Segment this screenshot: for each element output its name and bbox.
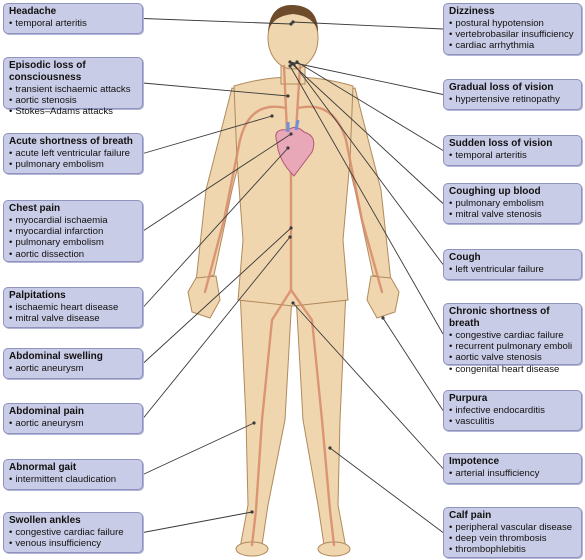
torso [233,76,354,307]
symptom-box-headache: Headachetemporal arteritis [3,3,143,34]
symptom-title: Dizziness [449,6,495,17]
cause-item: mitral valve stenosis [449,209,576,220]
symptom-title: Abnormal gait [9,462,77,473]
symptom-title: Chronic shortness of breath [449,306,550,329]
symptom-title: Cough [449,252,481,263]
symptom-box-impotence: Impotencearterial insufficiency [443,453,582,484]
symptom-box-chronic-shortness-of-breath: Chronic shortness of breathcongestive ca… [443,303,582,375]
cause-list: aortic aneurysm [9,363,137,374]
symptom-box-abdominal-pain: Abdominal painaortic aneurysm [3,403,143,434]
cause-item: pulmonary embolism [9,237,137,248]
carotid-left [282,64,289,134]
cause-list: congestive cardiac failurevenous insuffi… [9,527,137,549]
symptom-title: Swollen ankles [9,515,81,526]
cause-item: transient ischaemic attacks [9,84,137,95]
cause-item: acute left ventricular failure [9,148,137,159]
cause-item: Stokes–Adams attacks [9,106,137,117]
cause-item: vasculitis [449,416,576,427]
symptom-box-abdominal-swelling: Abdominal swellingaortic aneurysm [3,348,143,379]
cause-list: postural hypotensionvertebrobasilar insu… [449,18,576,52]
symptom-title: Chest pain [9,203,61,214]
cause-item: pulmonary embolism [9,159,137,170]
cause-item: aortic aneurysm [9,363,137,374]
cause-list: pulmonary embolismmitral valve stenosis [449,198,576,220]
cause-list: left ventricular failure [449,264,576,275]
cause-item: cardiac arrhythmia [449,40,576,51]
cause-item: postural hypotension [449,18,576,29]
cause-list: myocardial ischaemiamyocardial infarctio… [9,215,137,260]
cause-list: acute left ventricular failurepulmonary … [9,148,137,170]
symptom-title: Purpura [449,393,488,404]
symptom-box-palpitations: Palpitationsischaemic heart diseasemitra… [3,287,143,328]
symptom-box-dizziness: Dizzinesspostural hypotensionvertebrobas… [443,3,582,55]
cause-list: arterial insufficiency [449,468,576,479]
cause-item: temporal arteritis [9,18,137,29]
symptom-title: Acute shortness of breath [9,136,133,147]
symptom-title: Abdominal swelling [9,351,103,362]
cause-item: recurrent pulmonary emboli [449,341,576,352]
cause-list: aortic aneurysm [9,418,137,429]
cause-item: mitral valve disease [9,313,137,324]
cause-item: congenital heart disease [449,364,576,375]
cause-list: intermittent claudication [9,474,137,485]
symptom-box-episodic-loss-of-consciousness: Episodic loss of consciousnesstransient … [3,57,143,117]
symptom-box-sudden-loss-of-vision: Sudden loss of visiontemporal arteritis [443,135,582,166]
cause-item: ischaemic heart disease [9,302,137,313]
symptom-box-chest-pain: Chest painmyocardial ischaemiamyocardial… [3,200,143,262]
cause-item: peripheral vascular disease [449,522,576,533]
symptom-box-coughing-up-blood: Coughing up bloodpulmonary embolismmitra… [443,183,582,224]
symptom-title: Calf pain [449,510,492,521]
cause-item: intermittent claudication [9,474,137,485]
cause-list: temporal arteritis [9,18,137,29]
left-hand [187,275,221,319]
cause-item: temporal arteritis [449,150,576,161]
cause-item: aortic dissection [9,249,137,260]
cause-list: transient ischaemic attacksaortic stenos… [9,84,137,118]
cause-list: ischaemic heart diseasemitral valve dise… [9,302,137,324]
cause-item: deep vein thrombosis [449,533,576,544]
symptom-box-gradual-loss-of-vision: Gradual loss of visionhypertensive retin… [443,79,582,110]
symptom-title: Gradual loss of vision [449,82,554,93]
hair [268,4,318,32]
cause-item: arterial insufficiency [449,468,576,479]
cause-item: aortic stenosis [9,95,137,106]
symptom-title: Palpitations [9,290,66,301]
left-leg [239,289,293,549]
cause-item: myocardial ischaemia [9,215,137,226]
symptom-title: Sudden loss of vision [449,138,553,149]
cause-list: infective endocarditisvasculitis [449,405,576,427]
cause-list: hypertensive retinopathy [449,94,576,105]
symptom-title: Coughing up blood [449,186,541,197]
cause-item: left ventricular failure [449,264,576,275]
cause-item: congestive cardiac failure [9,527,137,538]
cause-item: aortic valve stenosis [449,352,576,363]
symptom-title: Abdominal pain [9,406,84,417]
symptom-box-purpura: Purpurainfective endocarditisvasculitis [443,390,582,431]
cause-item: hypertensive retinopathy [449,94,576,105]
cause-item: vertebrobasilar insufficiency [449,29,576,40]
symptom-title: Episodic loss of consciousness [9,60,86,83]
cause-item: congestive cardiac failure [449,330,576,341]
cause-item: venous insufficiency [9,538,137,549]
symptom-box-calf-pain: Calf painperipheral vascular diseasedeep… [443,507,582,558]
symptom-box-swollen-ankles: Swollen anklescongestive cardiac failure… [3,512,143,553]
cause-list: congestive cardiac failurerecurrent pulm… [449,330,576,375]
symptom-title: Headache [9,6,57,17]
cause-item: pulmonary embolism [449,198,576,209]
symptom-title: Impotence [449,456,500,467]
cause-list: temporal arteritis [449,150,576,161]
cause-item: myocardial infarction [9,226,137,237]
cause-list: peripheral vascular diseasedeep vein thr… [449,522,576,556]
cause-item: aortic aneurysm [9,418,137,429]
symptom-box-abnormal-gait: Abnormal gaitintermittent claudication [3,459,143,490]
cause-item: thrombophlebitis [449,544,576,555]
right-hand [366,275,400,319]
symptom-box-cough: Coughleft ventricular failure [443,249,582,280]
cause-item: infective endocarditis [449,405,576,416]
symptom-box-acute-shortness-of-breath: Acute shortness of breathacute left vent… [3,133,143,174]
